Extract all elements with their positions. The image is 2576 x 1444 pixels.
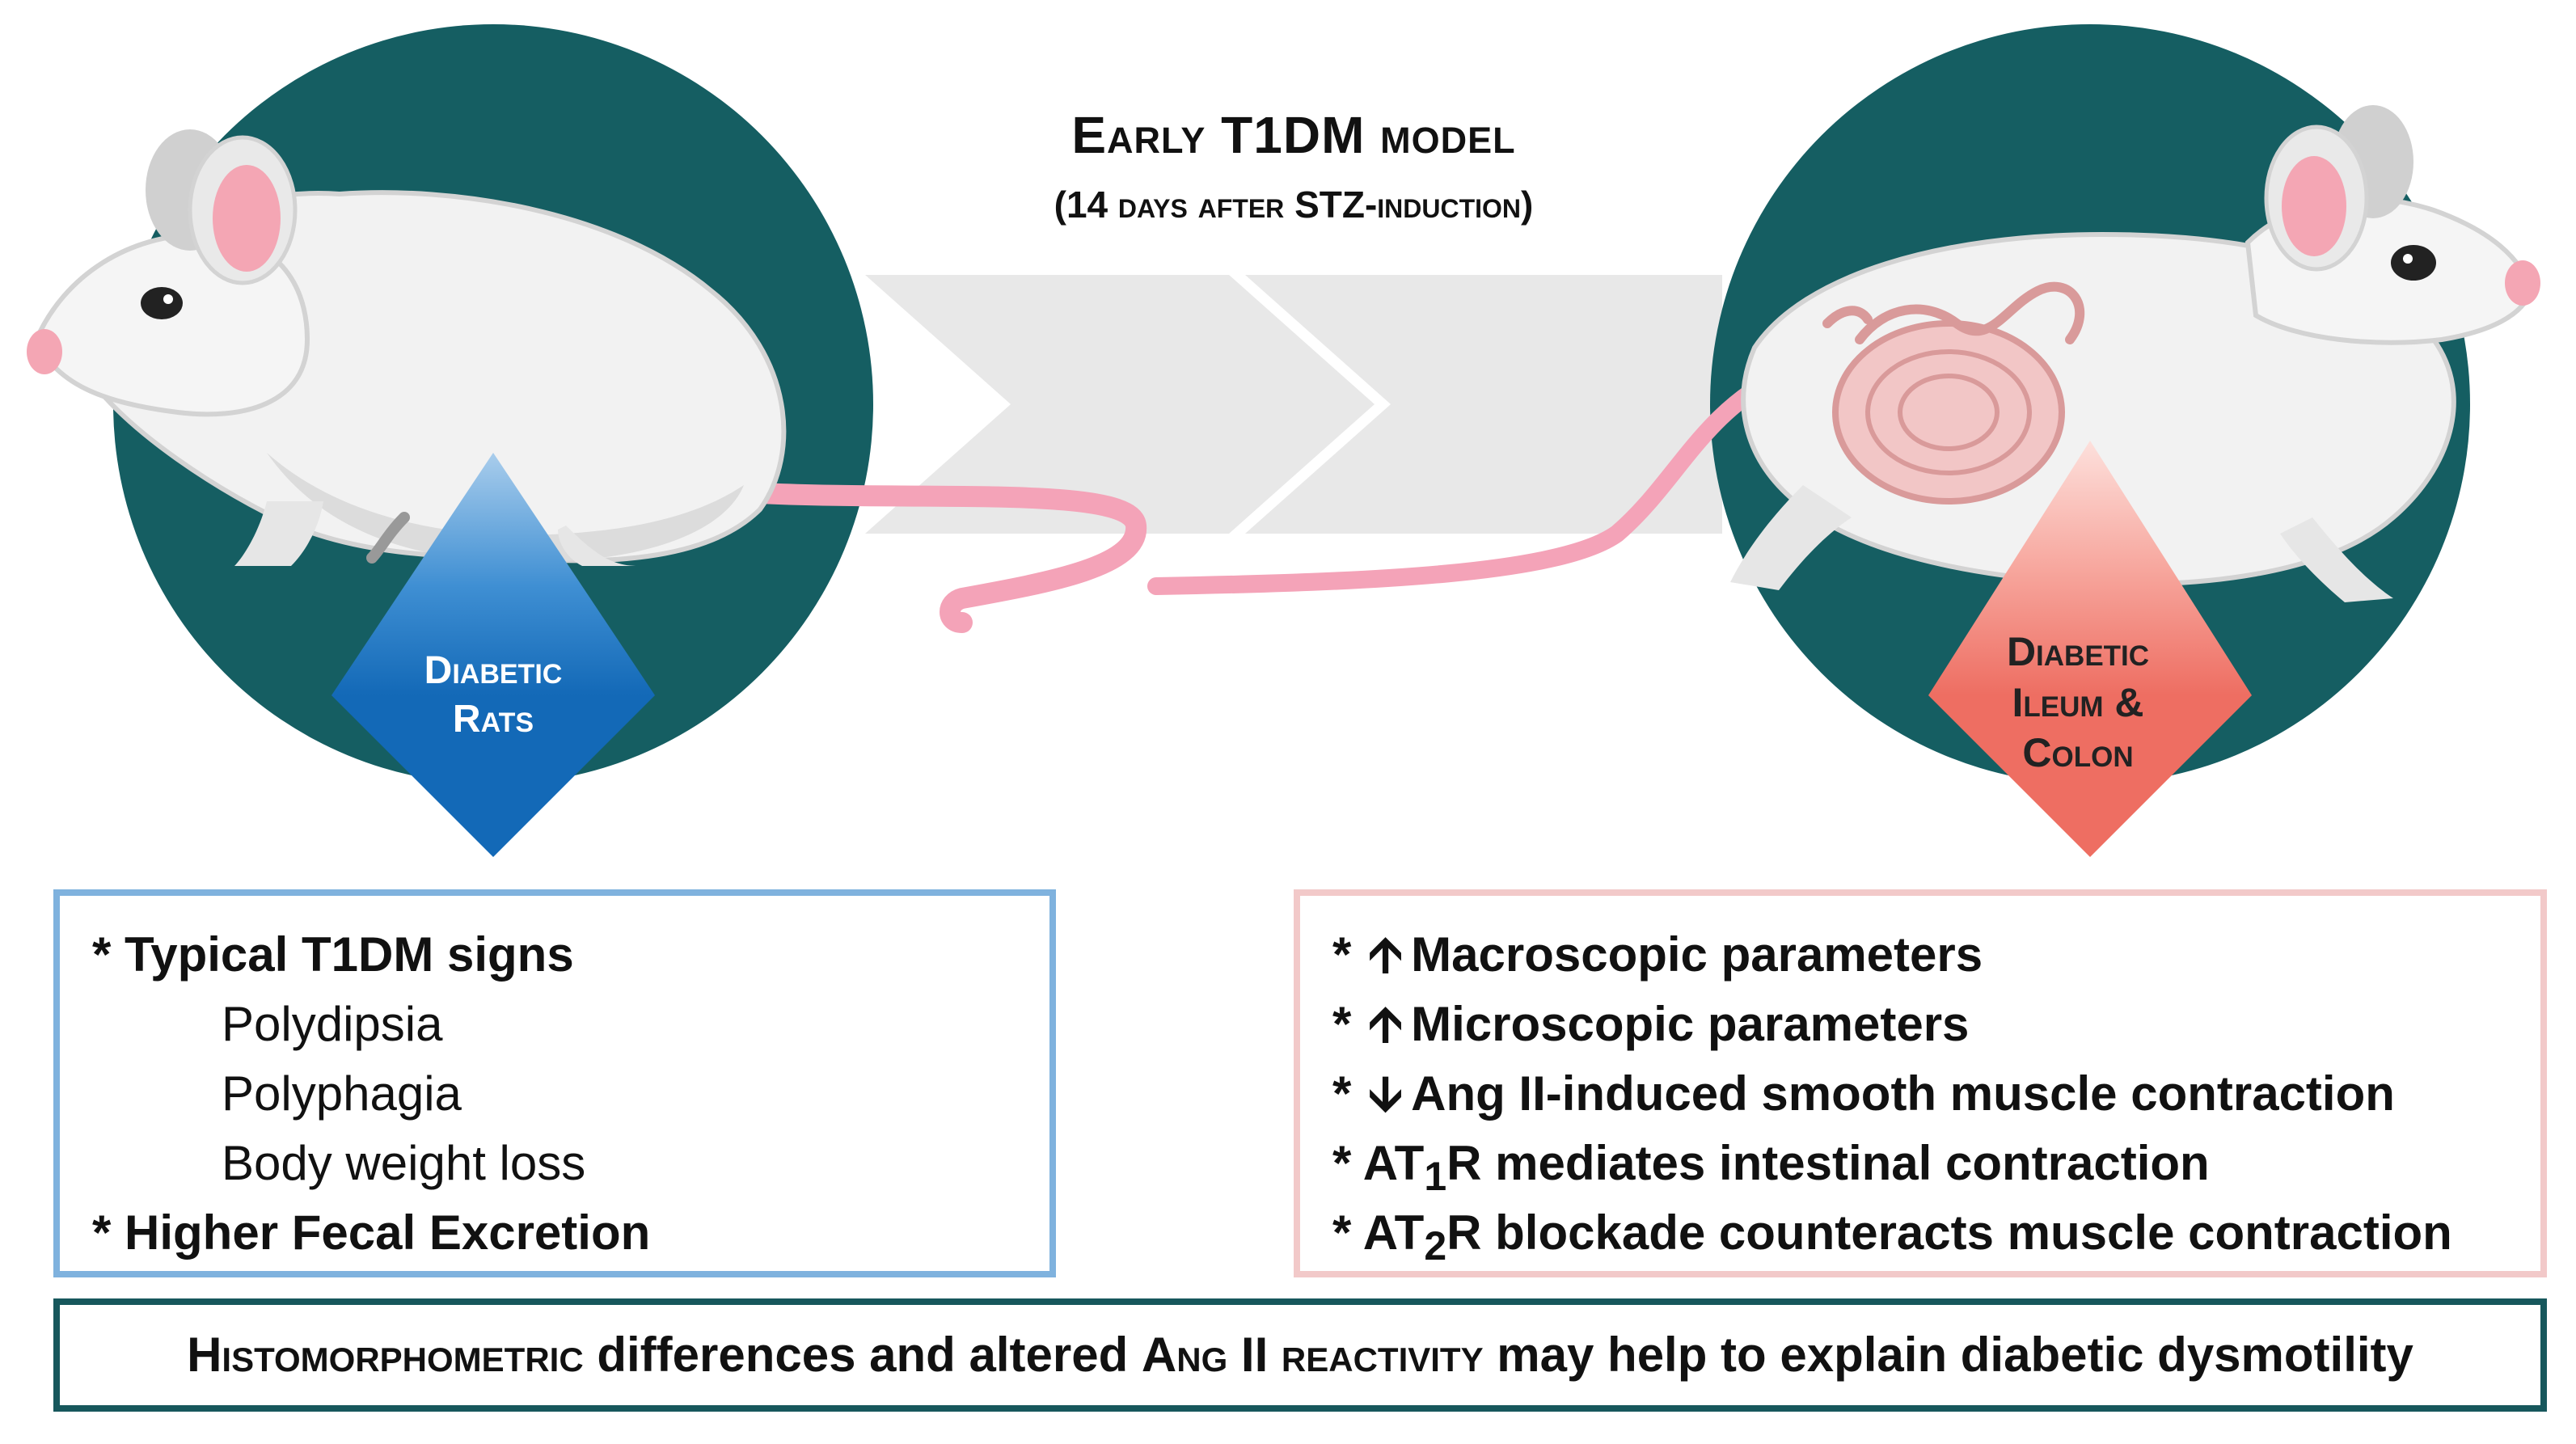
- conclusion-part-2: differences and altered: [583, 1328, 1142, 1382]
- list-item: * 🡫Ang II-induced smooth muscle contract…: [1332, 1059, 2540, 1129]
- up-arrow-icon: 🡩: [1368, 927, 1404, 982]
- chevron-arrow: [865, 275, 1722, 534]
- list-item: Polyphagia: [222, 1066, 462, 1121]
- rat-illustration-right: [1147, 105, 2540, 602]
- conclusion-box: Histomorphometric differences and altere…: [53, 1298, 2547, 1412]
- label-line-2: Rats: [452, 698, 534, 741]
- diabetic-ileum-colon-arrow: [1928, 441, 2252, 857]
- list-item: * AT1R mediates intestinal contraction: [1332, 1136, 2210, 1199]
- label-line-1: Diabetic: [424, 649, 563, 692]
- up-arrow-icon: 🡩: [1368, 997, 1404, 1051]
- diabetic-ileum-colon-label: Diabetic Ileum & Colon: [1957, 627, 2199, 779]
- diabetic-rats-arrow: [332, 453, 655, 857]
- title-line-1: Early T1DM model: [1071, 106, 1516, 164]
- conclusion-part-4: may help to explain diabetic dysmotility: [1483, 1328, 2413, 1382]
- title-line-2: (14 days after STZ-induction): [1054, 184, 1534, 226]
- conclusion-part-1: Histomorphometric: [187, 1328, 584, 1382]
- list-item: * Typical T1DM signs: [92, 927, 574, 982]
- list-item: * AT2R blockade counteracts muscle contr…: [1332, 1205, 2452, 1269]
- rat-illustration-left: [27, 129, 1147, 633]
- findings-box: * 🡩Macroscopic parameters * 🡩Microscopic…: [1294, 889, 2547, 1277]
- intestine-illustration: [1822, 281, 2085, 505]
- label-line-3: Colon: [2022, 730, 2134, 775]
- list-item: * 🡩Macroscopic parameters: [1332, 920, 2540, 990]
- list-item: * Higher Fecal Excretion: [92, 1205, 651, 1260]
- label-line-2: Ileum &: [2012, 679, 2144, 725]
- label-line-1: Diabetic: [2006, 629, 2150, 674]
- list-item: * 🡩Microscopic parameters: [1332, 990, 2540, 1059]
- diabetic-rats-label: Diabetic Rats: [380, 647, 606, 744]
- signs-box: * Typical T1DM signs Polydipsia Polyphag…: [53, 889, 1056, 1277]
- down-arrow-icon: 🡫: [1368, 1066, 1404, 1121]
- list-item: Body weight loss: [222, 1136, 586, 1190]
- conclusion-part-3: Ang II reactivity: [1141, 1328, 1484, 1382]
- model-title: Early T1DM model (14 days after STZ-indu…: [889, 105, 1698, 226]
- list-item: Polydipsia: [222, 997, 443, 1051]
